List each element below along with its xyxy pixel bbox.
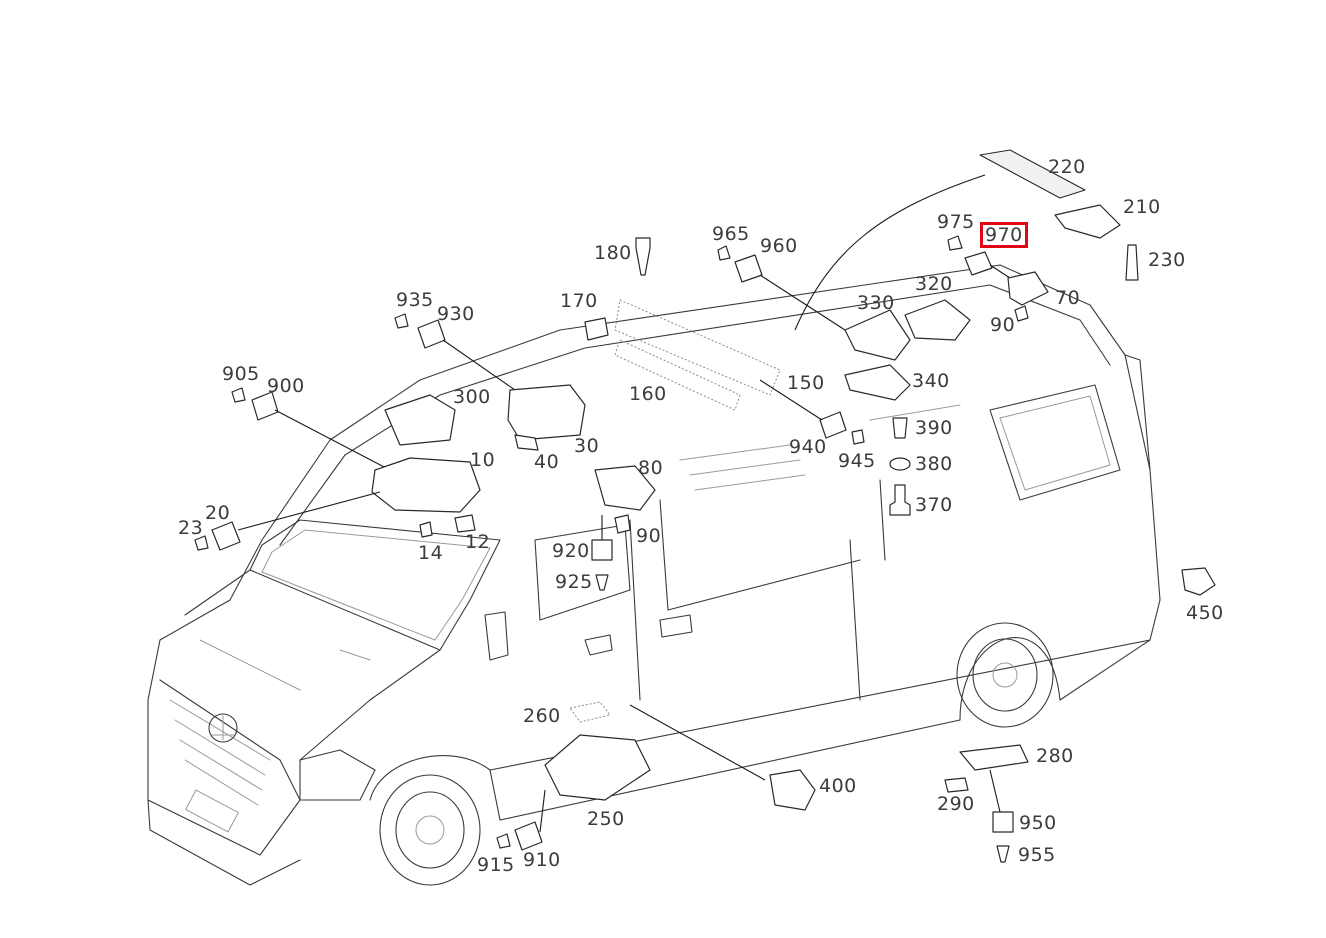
part-950-connector: [992, 811, 1014, 833]
label-part-370[interactable]: 370: [915, 494, 953, 516]
label-part-12[interactable]: 12: [465, 531, 491, 553]
part-23-pin: [194, 535, 209, 551]
leader-roof-strip: [794, 174, 986, 331]
part-90-bulb-top: [1014, 305, 1029, 322]
label-part-260[interactable]: 260: [523, 705, 561, 727]
part-160-rail: [614, 299, 781, 396]
label-part-250[interactable]: 250: [587, 808, 625, 830]
label-part-70[interactable]: 70: [1055, 287, 1081, 309]
label-part-80[interactable]: 80: [638, 457, 664, 479]
label-part-910[interactable]: 910: [523, 849, 561, 871]
part-40-bulb: [514, 434, 539, 451]
label-part-320[interactable]: 320: [915, 273, 953, 295]
part-370-bolt: [889, 484, 911, 516]
label-part-230[interactable]: 230: [1148, 249, 1186, 271]
part-915-pin: [496, 833, 511, 849]
label-part-380[interactable]: 380: [915, 453, 953, 475]
label-part-955[interactable]: 955: [1018, 844, 1056, 866]
label-part-970-highlighted[interactable]: 970: [980, 222, 1028, 248]
label-part-150[interactable]: 150: [787, 372, 825, 394]
label-part-915[interactable]: 915: [477, 854, 515, 876]
van-body: [147, 264, 1161, 886]
part-260-seal: [569, 701, 611, 723]
part-230-screw: [1125, 244, 1139, 281]
part-970-connector: [964, 251, 993, 276]
part-945-pin: [851, 429, 865, 445]
part-400-switch: [769, 769, 816, 811]
label-part-170[interactable]: 170: [560, 290, 598, 312]
part-14-clip: [419, 521, 433, 538]
part-220-strip: [979, 149, 1086, 199]
label-part-390[interactable]: 390: [915, 417, 953, 439]
part-920-connector: [591, 539, 613, 561]
part-905-pin: [231, 387, 246, 403]
part-960-connector: [734, 254, 763, 283]
part-12-bulb: [454, 514, 476, 533]
label-part-945[interactable]: 945: [838, 450, 876, 472]
label-part-930[interactable]: 930: [437, 303, 475, 325]
part-340-frame: [844, 364, 911, 401]
part-910-connector: [514, 821, 543, 851]
part-10-console: [371, 457, 481, 513]
label-part-920[interactable]: 920: [552, 540, 590, 562]
part-170-clip: [584, 317, 609, 341]
part-70-lamp: [1007, 271, 1049, 306]
part-925-pin: [595, 574, 609, 591]
part-450-switch: [1181, 567, 1216, 596]
label-part-300[interactable]: 300: [453, 386, 491, 408]
label-part-290[interactable]: 290: [937, 793, 975, 815]
label-part-925[interactable]: 925: [555, 571, 593, 593]
part-290-bulb: [944, 777, 969, 793]
part-935-pin: [394, 313, 409, 329]
label-part-160[interactable]: 160: [629, 383, 667, 405]
label-part-40[interactable]: 40: [534, 451, 560, 473]
part-330-housing: [844, 309, 911, 361]
part-210-bracket: [1054, 204, 1121, 239]
part-320-cover: [904, 299, 971, 341]
part-390-sleeve: [892, 417, 908, 439]
parts-group: [194, 149, 1216, 863]
part-90-bulb-mid: [614, 514, 631, 534]
label-part-450[interactable]: 450: [1186, 602, 1224, 624]
label-part-975[interactable]: 975: [937, 211, 975, 233]
label-part-90-mid[interactable]: 90: [636, 525, 662, 547]
label-part-30[interactable]: 30: [574, 435, 600, 457]
label-part-20[interactable]: 20: [205, 502, 231, 524]
part-180-screw: [635, 237, 651, 276]
label-part-950[interactable]: 950: [1019, 812, 1057, 834]
label-part-23[interactable]: 23: [178, 517, 204, 539]
label-part-940[interactable]: 940: [789, 436, 827, 458]
part-20-connector: [211, 521, 241, 551]
part-300-cover: [384, 394, 456, 446]
label-part-14[interactable]: 14: [418, 542, 444, 564]
label-part-905[interactable]: 905: [222, 363, 260, 385]
part-30-module: [507, 384, 586, 441]
label-part-330[interactable]: 330: [857, 292, 895, 314]
label-part-280[interactable]: 280: [1036, 745, 1074, 767]
label-part-965[interactable]: 965: [712, 223, 750, 245]
part-280-lamp: [959, 744, 1029, 771]
label-part-900[interactable]: 900: [267, 375, 305, 397]
part-975-pin: [947, 235, 963, 251]
label-part-960[interactable]: 960: [760, 235, 798, 257]
part-940-connector: [819, 411, 847, 439]
part-955-pin: [996, 845, 1010, 863]
label-part-400[interactable]: 400: [819, 775, 857, 797]
part-150-rail: [614, 339, 741, 411]
part-250-lamp: [544, 734, 651, 801]
part-930-connector: [417, 319, 446, 349]
label-part-935[interactable]: 935: [396, 289, 434, 311]
part-380-washer: [889, 457, 911, 471]
part-965-pin: [717, 245, 731, 261]
part-80-lamp: [594, 465, 656, 511]
label-part-90-top[interactable]: 90: [990, 314, 1016, 336]
label-part-10[interactable]: 10: [470, 449, 496, 471]
label-part-180[interactable]: 180: [594, 242, 632, 264]
label-part-210[interactable]: 210: [1123, 196, 1161, 218]
label-part-340[interactable]: 340: [912, 370, 950, 392]
label-part-220[interactable]: 220: [1048, 156, 1086, 178]
